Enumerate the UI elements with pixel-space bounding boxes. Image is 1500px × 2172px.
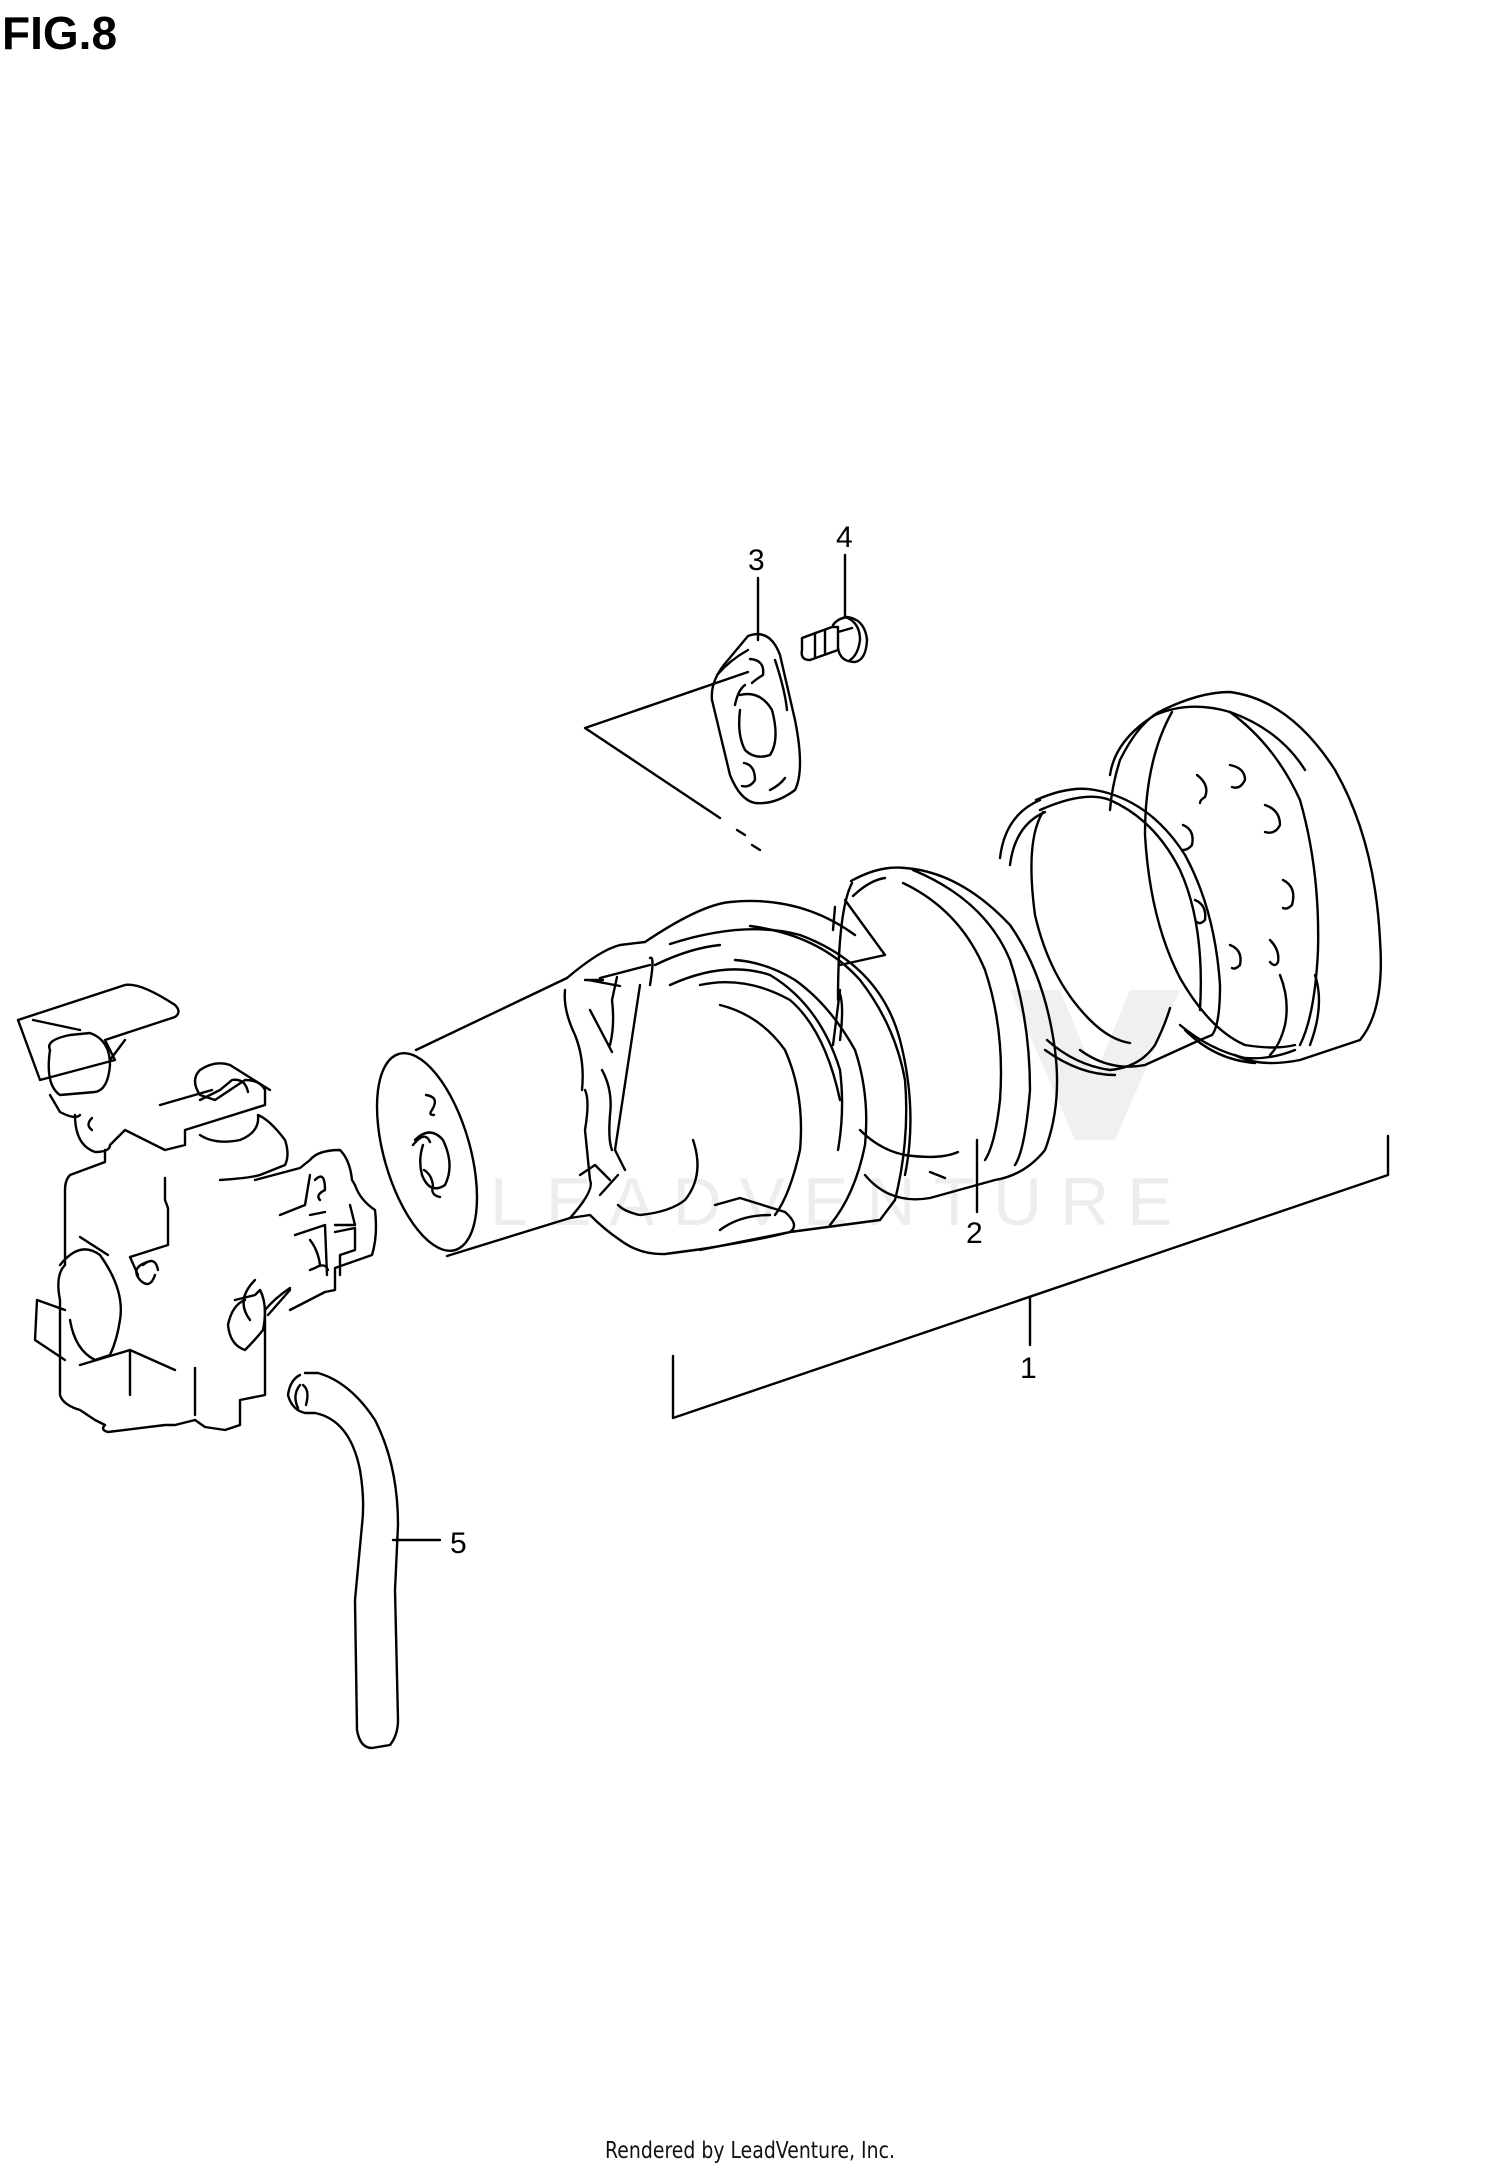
callout-4: 4 — [836, 521, 853, 554]
bolt — [800, 615, 869, 664]
air-cleaner-cover — [1108, 690, 1383, 1065]
hose — [286, 1371, 400, 1750]
filter-ring — [998, 787, 1222, 1077]
filter-element — [831, 866, 1059, 1201]
carburetor — [16, 983, 378, 1434]
gasket — [710, 632, 802, 805]
callout-2: 2 — [966, 1217, 983, 1250]
watermark-text: LEADVENTURE — [490, 1164, 1191, 1240]
footer-credit: Rendered by LeadVenture, Inc. — [605, 2138, 895, 2164]
leader-lines — [583, 670, 887, 967]
air-cleaner-case — [375, 899, 912, 1258]
callout-numbers: 3 4 2 1 5 — [450, 521, 1037, 1560]
callout-3: 3 — [748, 544, 765, 577]
callout-5: 5 — [450, 1527, 467, 1560]
callout-lines — [391, 553, 1390, 1542]
figure-title: FIG.8 — [2, 7, 118, 59]
callout-1: 1 — [1020, 1352, 1037, 1385]
